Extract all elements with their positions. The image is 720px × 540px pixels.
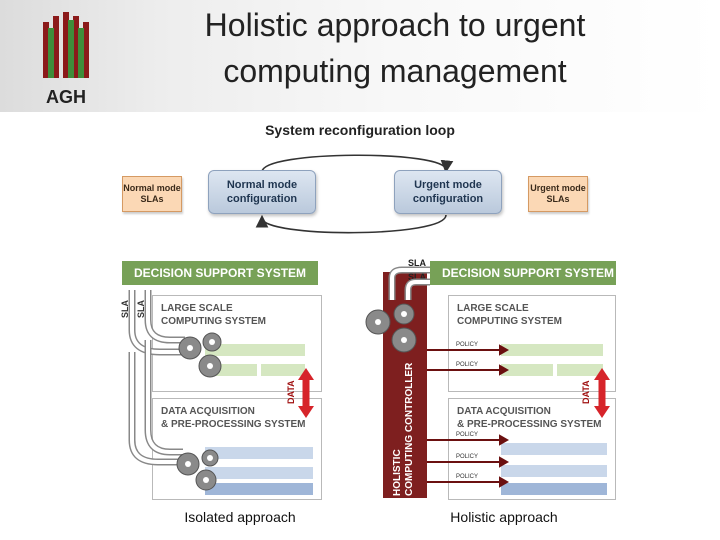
holistic-daq-line2: & PRE-PROCESSING SYSTEM: [457, 419, 602, 430]
holistic-dss-label: DECISION SUPPORT SYSTEM: [442, 266, 615, 280]
holistic-sla-label-1: SLA: [408, 258, 426, 268]
isolated-daq-label: DATA ACQUISITION & PRE-PROCESSING SYSTEM: [161, 405, 305, 431]
isolated-daq-bar-1: [205, 447, 313, 459]
holistic-lscs-label: LARGE SCALE COMPUTING SYSTEM: [457, 302, 562, 328]
page-title: Holistic approach to urgent computing ma…: [140, 2, 650, 94]
isolated-daq-bar-2: [205, 467, 313, 479]
isolated-dss-label: DECISION SUPPORT SYSTEM: [134, 266, 307, 280]
holistic-lscs-line1: LARGE SCALE: [457, 303, 529, 314]
holistic-gears-icon: [365, 303, 417, 353]
holistic-daq-bar-2: [501, 465, 607, 477]
holistic-policy-label-3: POLICY: [456, 432, 479, 438]
urgent-config-label: Urgent mode configuration: [412, 179, 484, 205]
holistic-policy-label-5: POLICY: [456, 474, 479, 480]
normal-config-box: Normal mode configuration: [208, 170, 316, 214]
holistic-compute-bar-1: [501, 344, 603, 356]
isolated-dss-bar: DECISION SUPPORT SYSTEM: [122, 261, 318, 285]
isolated-gears-bottom-icon: [176, 449, 219, 491]
isolated-daq-bar-3: [205, 483, 313, 495]
isolated-daq-line1: DATA ACQUISITION: [161, 406, 255, 417]
urgent-slas-label: Urgent mode SLAs: [530, 183, 586, 204]
urgent-slas-note: Urgent mode SLAs: [528, 176, 588, 212]
holistic-policy-label-2: POLICY: [456, 362, 479, 368]
holistic-dss-bar: DECISION SUPPORT SYSTEM: [430, 261, 616, 285]
loop-title: System reconfiguration loop: [265, 122, 455, 138]
holistic-sla-label-2: SLA: [408, 272, 426, 282]
isolated-daq-line2: & PRE-PROCESSING SYSTEM: [161, 419, 306, 430]
normal-config-label: Normal mode configuration: [226, 179, 298, 205]
isolated-lscs-line2: COMPUTING SYSTEM: [161, 316, 267, 327]
urgent-config-box: Urgent mode configuration: [394, 170, 502, 214]
header-band: [0, 0, 720, 112]
isolated-lscs-line1: LARGE SCALE: [161, 303, 233, 314]
holistic-data-label: DATA: [581, 380, 591, 404]
isolated-gears-top-icon: [178, 332, 222, 378]
normal-slas-label: Normal mode SLAs: [123, 183, 181, 204]
holistic-caption: Holistic approach: [450, 509, 558, 525]
agh-logo: AGH: [38, 8, 98, 108]
holistic-daq-label: DATA ACQUISITION & PRE-PROCESSING SYSTEM: [457, 405, 601, 431]
isolated-caption: Isolated approach: [184, 509, 296, 525]
holistic-daq-line1: DATA ACQUISITION: [457, 406, 551, 417]
title-line-2: computing management: [223, 53, 567, 89]
holistic-compute-bar-3: [557, 364, 603, 376]
isolated-compute-bar-3: [261, 364, 305, 376]
isolated-lscs-label: LARGE SCALE COMPUTING SYSTEM: [161, 302, 266, 328]
holistic-policy-label-1: POLICY: [456, 342, 479, 348]
holistic-daq-bar-1: [501, 443, 607, 455]
isolated-compute-bar-1: [205, 344, 305, 356]
title-line-1: Holistic approach to urgent: [204, 7, 586, 43]
holistic-lscs-line2: COMPUTING SYSTEM: [457, 316, 563, 327]
holistic-policy-label-4: POLICY: [456, 454, 479, 460]
holistic-compute-bar-2: [501, 364, 553, 376]
holistic-lscs-panel: LARGE SCALE COMPUTING SYSTEM: [448, 295, 616, 392]
normal-slas-note: Normal mode SLAs: [122, 176, 182, 212]
holistic-daq-bar-3: [501, 483, 607, 495]
logo-text: AGH: [46, 87, 86, 107]
